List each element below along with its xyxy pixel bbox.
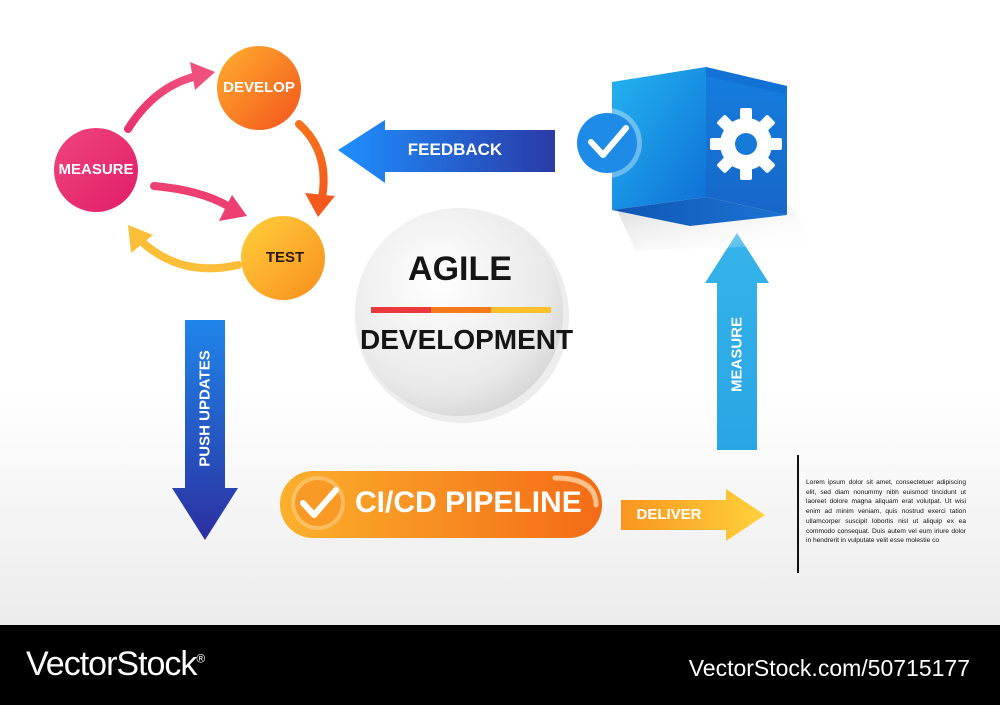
pipeline-pill <box>280 471 602 538</box>
agile-title: AGILE <box>408 250 512 288</box>
pipeline-label: CI/CD PIPELINE <box>355 486 582 519</box>
watermark-footer: VectorStock® VectorStock.com/50715177 <box>0 625 1000 705</box>
cube-icon <box>612 67 815 250</box>
feedback-label: FEEDBACK <box>407 140 503 159</box>
push-updates-label: PUSH UPDATES <box>196 350 214 467</box>
push-updates-arrow <box>172 320 238 540</box>
measure-label: MEASURE <box>58 161 134 178</box>
deliver-arrow <box>621 489 765 541</box>
description-text: Lorem ipsum dolor sit amet, consectetuer… <box>806 479 966 545</box>
cycle-arrows <box>124 62 335 273</box>
measure-up-label: MEASURE <box>728 317 746 393</box>
develop-node <box>217 46 301 130</box>
test-label: TEST <box>265 249 305 266</box>
registered-mark: ® <box>196 651 205 666</box>
brand-name: VectorStock <box>26 645 197 683</box>
measure-node <box>54 128 138 212</box>
gear-icon <box>710 108 782 180</box>
text-divider <box>797 455 799 573</box>
measure-up-arrow <box>705 233 769 450</box>
image-url: VectorStock.com/50715177 <box>688 655 970 681</box>
center-divider <box>371 307 551 313</box>
diagram-graphics <box>54 46 815 573</box>
brand-watermark: VectorStock® <box>26 645 205 684</box>
develop-label: DEVELOP <box>223 79 295 96</box>
feedback-arrow <box>338 120 555 183</box>
deliver-label: DELIVER <box>636 506 702 523</box>
test-node <box>241 216 325 300</box>
pipeline-check-icon <box>295 480 341 526</box>
cube-check-icon <box>572 108 642 178</box>
development-title: DEVELOPMENT <box>360 324 574 355</box>
